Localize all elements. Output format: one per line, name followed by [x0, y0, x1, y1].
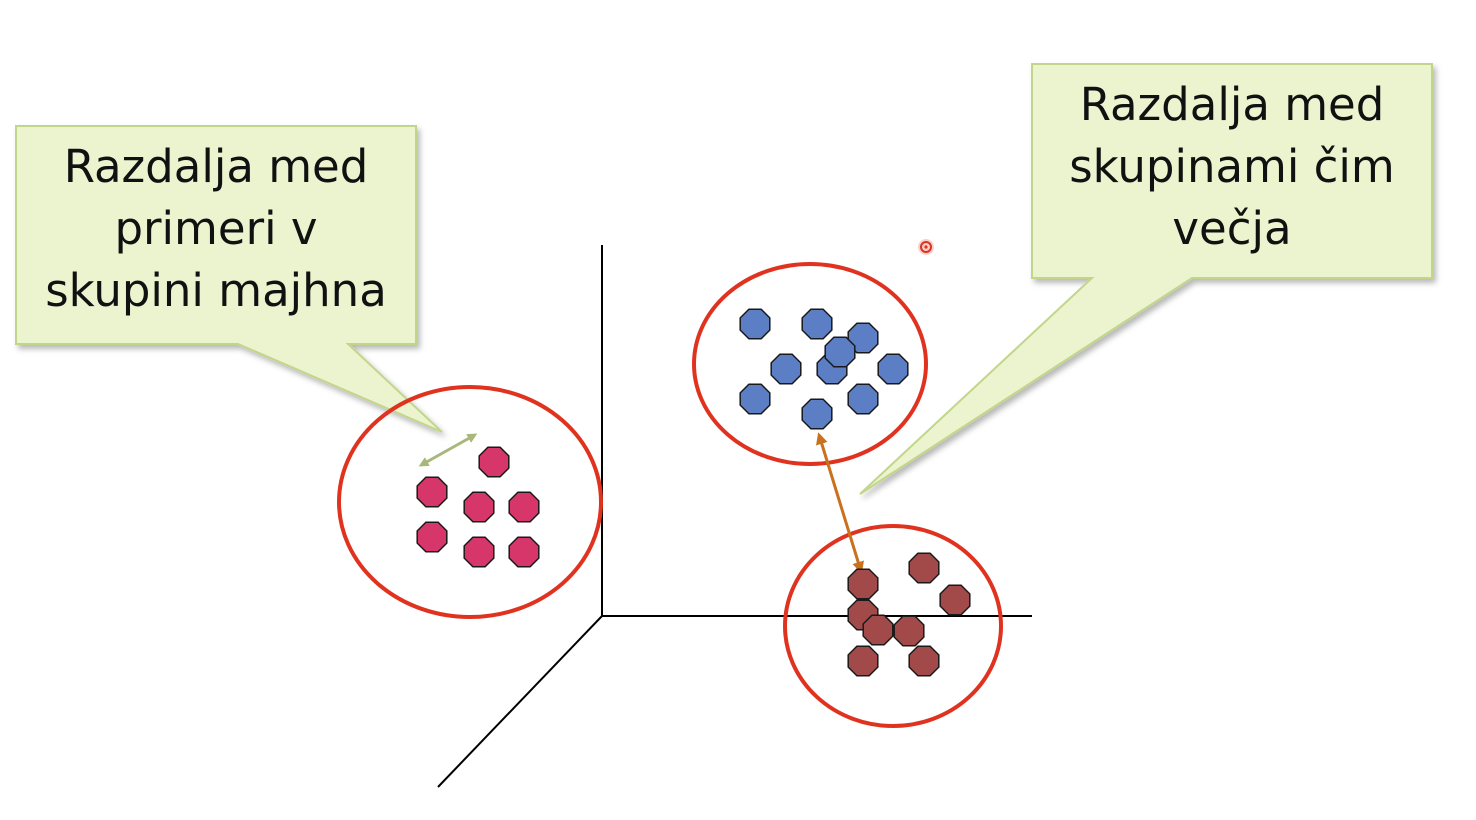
pink-point: [508, 491, 540, 523]
callout-left-line-2: primeri v: [114, 202, 318, 255]
blue-point: [847, 383, 879, 415]
blue-point: [801, 398, 833, 430]
brown-point: [939, 584, 971, 616]
callout-left-text: Razdalja med primeri v skupini majhna: [16, 136, 416, 322]
blue-cluster-points: [739, 308, 909, 430]
brown-point: [908, 552, 940, 584]
brown-point: [862, 614, 894, 646]
pink-point: [463, 491, 495, 523]
pink-point: [463, 536, 495, 568]
cluster-ring-blue: [692, 262, 928, 466]
axes: [437, 245, 1032, 788]
blue-point: [770, 353, 802, 385]
brown-point: [847, 568, 879, 600]
callout-right-text: Razdalja med skupinami čim večja: [1032, 74, 1432, 260]
brown-cluster-points: [847, 552, 971, 677]
brown-point: [908, 645, 940, 677]
callout-left-line-1: Razdalja med: [63, 140, 369, 193]
callout-right-line-2: skupinami čim: [1069, 140, 1395, 193]
pink-point: [416, 521, 448, 553]
blue-point: [847, 322, 879, 354]
blue-point: [739, 308, 771, 340]
brown-point: [847, 645, 879, 677]
blue-point: [739, 383, 771, 415]
pink-point: [478, 446, 510, 478]
callout-left-shape: [15, 125, 443, 433]
callout-left-line-3: skupini majhna: [45, 264, 387, 317]
callout-right-line-1: Razdalja med: [1079, 78, 1385, 131]
blue-point: [877, 353, 909, 385]
cluster-ring-brown: [783, 524, 1003, 728]
callout-right-line-3: večja: [1172, 202, 1292, 255]
blue-point: [824, 336, 856, 368]
callout-right-shape: [859, 63, 1433, 495]
pink-cluster-points: [416, 446, 540, 568]
blue-point: [801, 308, 833, 340]
cursor-dot-icon: [918, 239, 934, 255]
pink-point: [508, 536, 540, 568]
between-cluster-arrow: [816, 432, 864, 574]
brown-point: [893, 615, 925, 647]
within-cluster-arrow: [418, 433, 478, 467]
axis-depth: [437, 615, 603, 788]
pink-point: [416, 476, 448, 508]
cluster-ring-pink: [337, 385, 603, 619]
